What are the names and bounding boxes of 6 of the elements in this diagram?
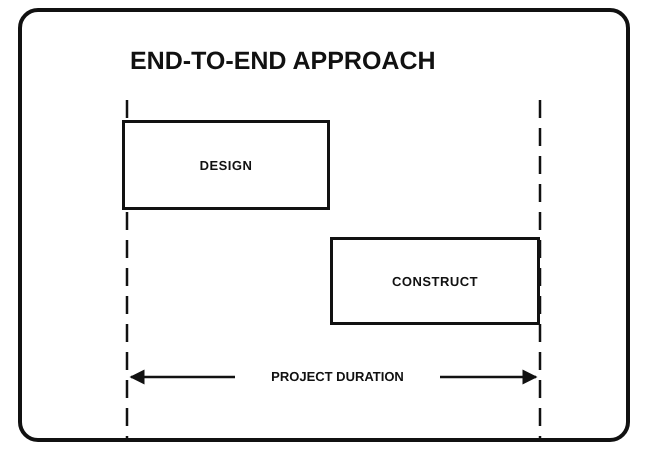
process-box	[330, 237, 540, 325]
process-box	[122, 120, 330, 210]
node-label: CONSTRUCT	[392, 274, 478, 288]
duration-label: PROJECT DURATION	[270, 369, 405, 384]
title: END-TO-END APPROACH	[130, 47, 436, 76]
node-label: DESIGN	[200, 158, 252, 172]
